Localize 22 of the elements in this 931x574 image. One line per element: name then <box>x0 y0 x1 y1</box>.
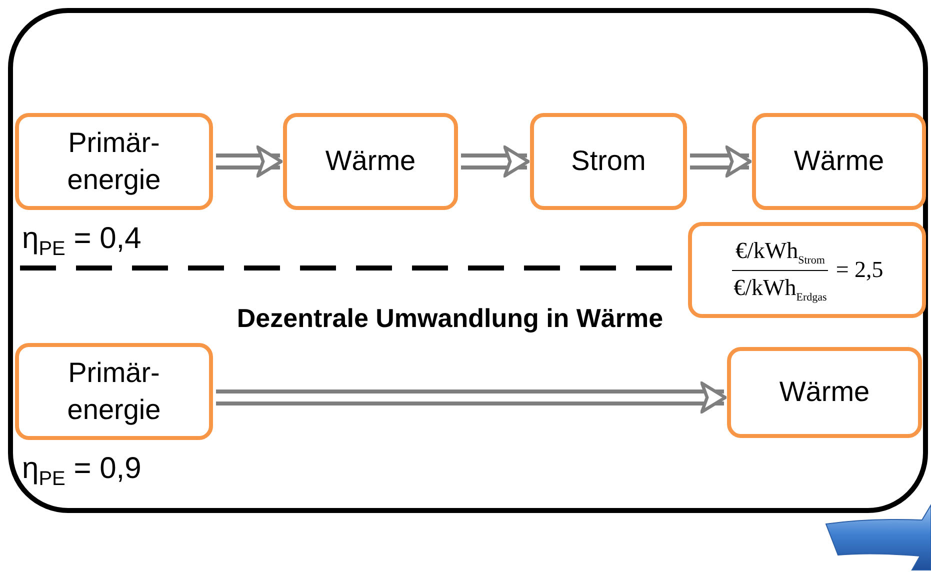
process-box <box>752 113 926 210</box>
process-box <box>15 113 213 210</box>
panel-frame <box>8 8 928 513</box>
process-box <box>727 347 922 438</box>
process-box <box>530 113 687 210</box>
block-arrow <box>216 382 727 414</box>
formula-box <box>688 222 926 318</box>
block-arrow <box>690 146 752 178</box>
box-text: Wärme <box>325 144 416 178</box>
box-text: Primär- energie <box>66 356 162 427</box>
process-box <box>15 343 213 440</box>
box-text: Strom <box>571 144 646 178</box>
box-text: Primär- energie <box>66 126 162 197</box>
efficiency-label: η$_{PE}$ = 0,9 <box>22 452 142 491</box>
formula: €/kWh$_{Strom}$ €/kWh$_{Erdgas}$ = 2,5 <box>731 236 884 304</box>
box-text: Wärme <box>779 375 870 410</box>
block-arrow <box>216 146 283 178</box>
efficiency-label: η$_{PE}$ = 0,4 <box>22 222 142 261</box>
process-box <box>283 113 458 210</box>
edge-label: Dezentrale Umwandlung in Wärme <box>236 302 664 334</box>
box-text: Wärme <box>794 144 884 178</box>
block-arrow <box>461 146 530 178</box>
